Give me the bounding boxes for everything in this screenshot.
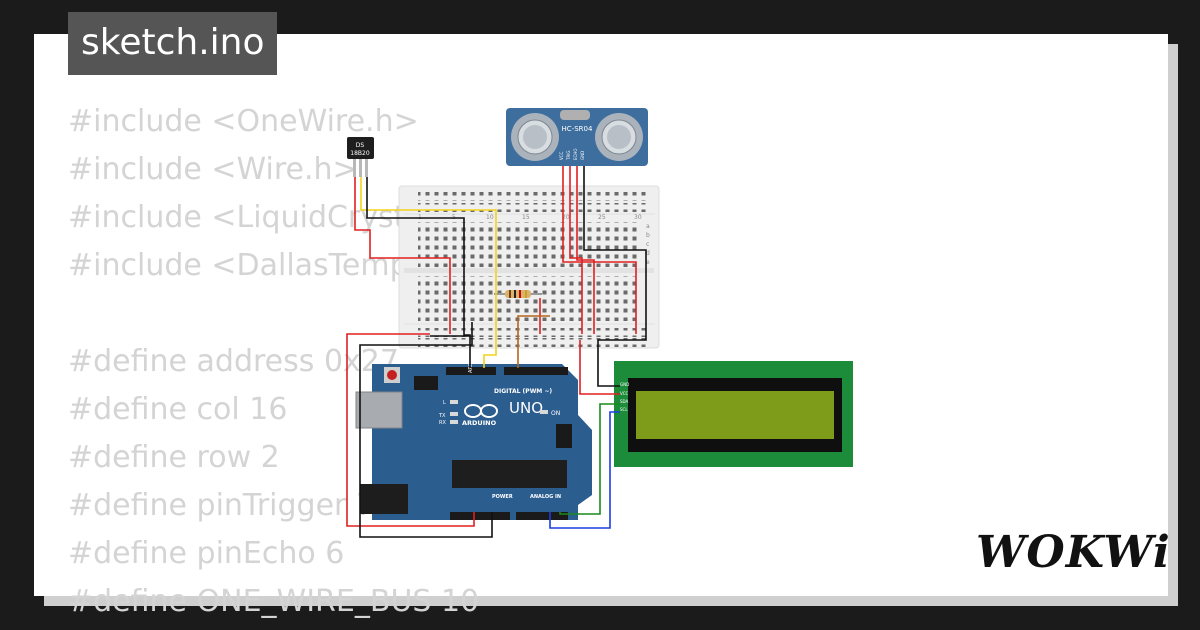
lcd-display[interactable]: GND VCC SDA SCL <box>614 361 853 467</box>
bb-row-d: d <box>646 250 650 257</box>
code-line: #include <OneWire.h> <box>68 104 419 139</box>
tx-label: TX <box>438 413 446 419</box>
code-line: #define pinTrigger 7 <box>68 488 376 523</box>
ultrasonic-label: HC-SR04 <box>562 125 593 133</box>
us-pin-trig: TRIG <box>566 150 571 161</box>
ultrasonic-sensor[interactable]: HC-SR04 VCC TRIG ECHO GND <box>506 108 648 166</box>
analog-label: ANALOG IN <box>530 494 561 500</box>
temp-label-bottom: 18B20 <box>350 150 370 157</box>
bb-col-25: 25 <box>598 214 606 221</box>
bb-row-c: c <box>646 241 649 248</box>
lcd-pin-vcc: VCC <box>620 391 629 396</box>
bb-col-20: 20 <box>562 214 570 221</box>
code-line: #include <Wire.h> <box>68 152 358 187</box>
us-pin-vcc: VCC <box>559 151 564 160</box>
bb-col-15: 15 <box>522 214 530 221</box>
file-tab[interactable]: sketch.ino <box>68 12 278 75</box>
lcd-pin-sda: SDA <box>620 399 629 404</box>
l-label: L <box>443 400 446 406</box>
brand-label: ARDUINO <box>462 419 497 427</box>
us-pin-echo: ECHO <box>573 149 578 160</box>
code-line: #define col 16 <box>68 392 288 427</box>
temperature-sensor[interactable]: DS 18B20 <box>347 137 374 177</box>
power-label: POWER <box>492 494 513 500</box>
wokwi-logo: WOKWi <box>976 527 1171 578</box>
bb-row-b: b <box>646 232 650 239</box>
bb-col-30: 30 <box>634 214 642 221</box>
code-line: #define ONE_WIRE_BUS 10 <box>68 584 480 619</box>
bb-col-10: 10 <box>486 214 494 221</box>
model-label: UNO <box>509 399 543 417</box>
us-pin-gnd: GND <box>580 151 585 160</box>
arduino-uno[interactable]: AREF DIGITAL (PWM ~) UNO ARDUINO ON L TX… <box>355 360 592 520</box>
wires <box>346 166 647 538</box>
bb-row-e: e <box>646 259 650 266</box>
code-line: #define pinEcho 6 <box>68 536 345 571</box>
lcd-pin-gnd: GND <box>620 382 629 387</box>
temp-label-top: DS <box>356 142 365 149</box>
aref-label: AREF <box>468 360 474 373</box>
logo-text: WOKWi <box>976 527 1171 578</box>
digital-label: DIGITAL (PWM ~) <box>494 388 552 395</box>
lcd-pin-scl: SCL <box>620 407 628 412</box>
resistor[interactable] <box>505 290 531 298</box>
bb-row-a: a <box>646 223 650 230</box>
arduino-logo-icon <box>464 404 498 418</box>
code-line: #define row 2 <box>68 440 280 475</box>
on-label: ON <box>551 410 560 417</box>
rx-label: RX <box>439 420 446 426</box>
